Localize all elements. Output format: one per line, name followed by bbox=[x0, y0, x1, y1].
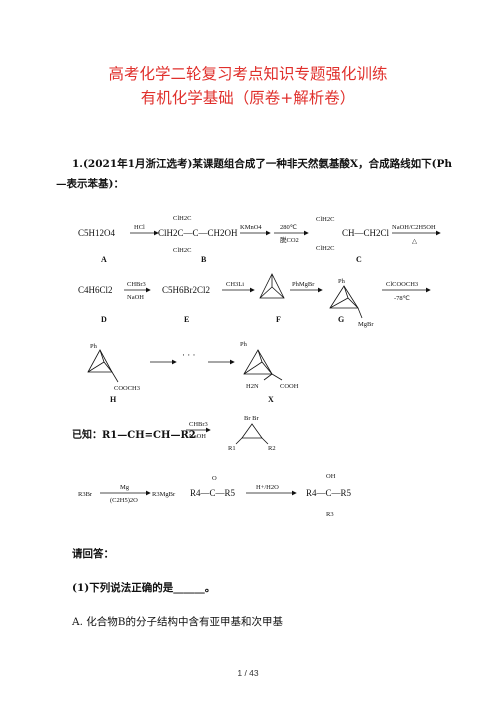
known-alcohol: R4—C—R5 bbox=[306, 488, 352, 498]
compound-b-bot: ClH2C bbox=[173, 247, 191, 254]
label-b: B bbox=[201, 255, 207, 264]
doc-title-line2: 有机化学基础（原卷+解析卷） bbox=[140, 89, 356, 107]
known-r3mgbr: R3MgBr bbox=[152, 491, 176, 498]
known-r3br: R3Br bbox=[78, 491, 93, 498]
compound-g-mgbr: MgBr bbox=[358, 321, 374, 328]
compound-x-structure bbox=[243, 349, 283, 381]
known-product-r1: R1 bbox=[228, 445, 236, 452]
reagent-naoh: NaOH bbox=[127, 294, 144, 301]
reagent-heat: △ bbox=[412, 238, 418, 245]
compound-e-formula: C5H6Br2Cl2 bbox=[162, 285, 210, 295]
known-product-br: Br Br bbox=[244, 415, 259, 422]
known-product-r2: R2 bbox=[268, 445, 276, 452]
known-cyclopropane bbox=[235, 423, 269, 445]
question-text-line2: —表示苯基)： bbox=[56, 178, 124, 190]
known-ether: (C2H5)2O bbox=[110, 497, 138, 504]
compound-c-top: ClH2C bbox=[316, 216, 334, 223]
page-number: 1 / 43 bbox=[237, 668, 259, 678]
compound-b-top: ClH2C bbox=[173, 215, 191, 222]
label-g: G bbox=[338, 315, 344, 324]
compound-b-mid: ClH2C—C—CH2OH bbox=[158, 228, 238, 238]
multistep-dots: · · · bbox=[182, 350, 196, 360]
label-a: A bbox=[101, 255, 107, 264]
reagent-kmno4: KMnO4 bbox=[240, 224, 262, 231]
compound-g-structure bbox=[329, 285, 363, 319]
label-h: H bbox=[110, 395, 117, 404]
compound-x-ph: Ph bbox=[240, 341, 248, 348]
compound-x-cooh: COOH bbox=[280, 383, 299, 390]
reagent-ch3li: CH3Li bbox=[226, 281, 244, 288]
compound-a-formula: C5H12O4 bbox=[78, 228, 116, 238]
reagent-hcl: HCl bbox=[134, 224, 145, 231]
known-reagent-naoh: NaOH bbox=[189, 433, 206, 440]
compound-d-formula: C4H6Cl2 bbox=[78, 285, 113, 295]
compound-h-structure bbox=[87, 349, 119, 383]
known-reagent-chbr3: CHBr3 bbox=[189, 421, 208, 428]
reagent-clcooch3: ClCOOCH3 bbox=[386, 281, 418, 288]
known-label: 已知：R1—CH=CH—R2 bbox=[72, 430, 196, 441]
known-ketone-o: O bbox=[212, 475, 217, 482]
reagent-chbr3: CHBr3 bbox=[127, 281, 146, 288]
ask-option-a: A. 化合物B的分子结构中含有亚甲基和次甲基 bbox=[72, 616, 283, 628]
label-c: C bbox=[356, 255, 362, 264]
doc-title-line1: 高考化学二轮复习考点知识专题强化训练 bbox=[108, 65, 388, 83]
label-x: X bbox=[268, 395, 274, 404]
reagent-phmgbr: PhMgBr bbox=[292, 281, 315, 288]
label-f: F bbox=[276, 315, 281, 324]
reagent-naoh-etoh: NaOH/C2H5OH bbox=[392, 224, 436, 231]
compound-c-mid: CH—CH2Cl bbox=[342, 228, 390, 238]
reagent-280: 280℃ bbox=[280, 224, 298, 231]
known-alcohol-oh: OH bbox=[326, 473, 336, 480]
compound-c-bot: ClH2C bbox=[316, 245, 334, 252]
known-alcohol-r3: R3 bbox=[326, 511, 334, 518]
compound-h-ph: Ph bbox=[90, 343, 98, 350]
compound-h-ester: COOCH3 bbox=[114, 385, 140, 392]
question-text-line1: 1.(2021年1月浙江选考)某课题组合成了一种非天然氨基酸X，合成路线如下(P… bbox=[72, 158, 453, 170]
ask-sub1: (1)下列说法正确的是______。 bbox=[72, 582, 216, 594]
reagent-decarbox: 脱CO2 bbox=[280, 235, 299, 244]
compound-x-nh2: H2N bbox=[246, 383, 259, 390]
label-e: E bbox=[184, 315, 189, 324]
known-mg: Mg bbox=[120, 484, 130, 491]
label-d: D bbox=[101, 315, 107, 324]
compound-g-ph: Ph bbox=[338, 278, 346, 285]
ask-prompt: 请回答： bbox=[72, 548, 114, 560]
known-ketone: R4—C—R5 bbox=[190, 488, 236, 498]
reagent-minus78: -78℃ bbox=[394, 295, 411, 302]
known-hydrolysis: H+/H2O bbox=[256, 484, 279, 491]
compound-f-structure bbox=[259, 273, 285, 299]
